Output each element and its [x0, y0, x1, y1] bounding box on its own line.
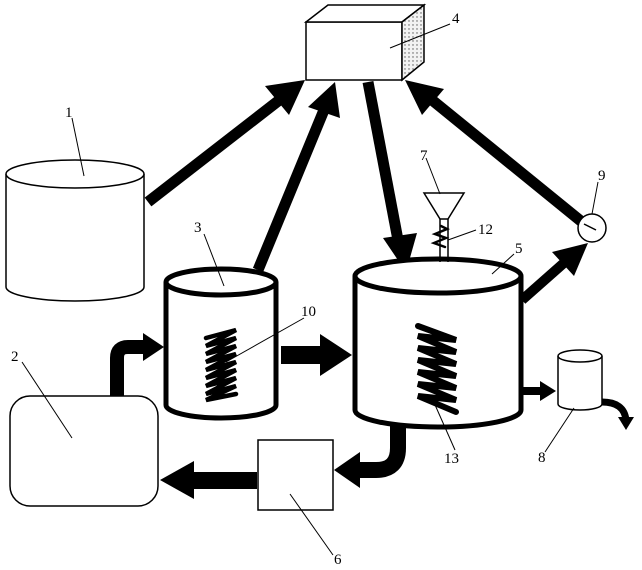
coil-10 — [203, 327, 239, 403]
label-12: 12 — [478, 222, 493, 238]
label-3: 3 — [194, 220, 202, 236]
label-8: 8 — [538, 450, 546, 466]
arrow-tank3-to-box4 — [252, 82, 340, 273]
arrow-box6-to-box2 — [160, 461, 257, 499]
label-9: 9 — [598, 168, 606, 184]
arrow-tank5-to-box6 — [334, 418, 406, 488]
arrow-box4-to-tank5 — [362, 80, 417, 272]
component-labels: 1 2 3 4 5 6 7 8 9 10 12 13 — [11, 11, 606, 568]
flow-arrows — [110, 80, 634, 499]
arrow-tank3-to-tank5 — [281, 334, 352, 376]
label-10: 10 — [301, 304, 316, 320]
label-13: 13 — [444, 451, 459, 467]
coil-13 — [415, 323, 459, 415]
arrow-meter9-to-box4 — [405, 80, 586, 227]
arrow-tank8-outlet — [601, 398, 634, 430]
arrow-tank5-to-tank8 — [521, 381, 556, 401]
controller-4 — [303, 3, 427, 82]
label-7: 7 — [420, 148, 428, 164]
meter-9 — [577, 213, 607, 243]
spring-12 — [430, 224, 451, 249]
unit-2 — [9, 395, 159, 507]
label-4: 4 — [452, 11, 460, 27]
arrow-tank5-to-meter9 — [518, 243, 588, 304]
tank-1 — [5, 159, 145, 302]
label-6: 6 — [334, 552, 342, 568]
leader-lines — [21, 23, 599, 556]
arrow-tank1-to-box4 — [144, 80, 305, 207]
label-5: 5 — [515, 241, 523, 257]
label-2: 2 — [11, 349, 19, 365]
unit-6 — [257, 439, 334, 511]
arrow-box2-to-tank3 — [110, 333, 164, 396]
label-1: 1 — [65, 105, 73, 121]
tank-8 — [557, 349, 603, 411]
